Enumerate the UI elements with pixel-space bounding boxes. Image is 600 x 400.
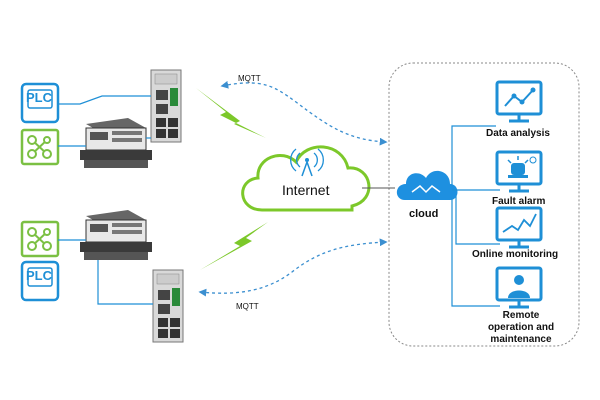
online-monitoring-label: Online monitoring bbox=[472, 249, 559, 260]
remote-label-line1: Remote bbox=[502, 310, 540, 321]
industrial-machine-icon bbox=[80, 118, 152, 168]
lightning-bolt-icon bbox=[196, 88, 266, 138]
remote-label-line2: operation and bbox=[487, 322, 555, 333]
fault-alarm-monitor-icon bbox=[495, 150, 543, 193]
mqtt-link-bottom bbox=[198, 238, 388, 297]
network-topology-icon bbox=[20, 128, 60, 166]
remote-label-line3: maintenance bbox=[490, 334, 552, 345]
online-monitoring-monitor-icon bbox=[495, 206, 543, 249]
internet-cloud-icon bbox=[241, 145, 371, 212]
plc-connector bbox=[97, 260, 153, 305]
plc-icon bbox=[20, 82, 60, 124]
cloud-wave bbox=[411, 185, 441, 194]
iot-gateway-icon bbox=[150, 69, 182, 143]
internet-label: Internet bbox=[282, 182, 330, 198]
remote-operation-label: Remote operation and maintenance bbox=[476, 310, 566, 346]
cloud-label: cloud bbox=[409, 208, 439, 220]
data-analysis-label: Data analysis bbox=[486, 128, 550, 139]
industrial-machine-icon bbox=[80, 210, 152, 260]
mqtt-link-top bbox=[220, 80, 388, 146]
remote-maintenance-monitor-icon bbox=[495, 266, 543, 309]
mqtt-label-top: MQTT bbox=[238, 74, 261, 83]
plc-label-top: PLC bbox=[26, 90, 52, 105]
lightning-bolt-icon bbox=[200, 222, 268, 270]
wireless-antenna-icon bbox=[290, 148, 324, 177]
fault-alarm-label: Fault alarm bbox=[492, 196, 546, 207]
network-topology-icon bbox=[20, 220, 60, 258]
mqtt-label-bottom: MQTT bbox=[236, 302, 259, 311]
service-connectors bbox=[451, 125, 500, 307]
cloud-platform-panel bbox=[388, 62, 580, 347]
cloud-icon bbox=[396, 170, 458, 200]
plc-connector bbox=[58, 95, 151, 105]
monitor-icon bbox=[495, 80, 543, 123]
iot-gateway-icon bbox=[152, 269, 184, 343]
plc-icon bbox=[20, 260, 60, 302]
plc-label-bottom: PLC bbox=[26, 268, 52, 283]
